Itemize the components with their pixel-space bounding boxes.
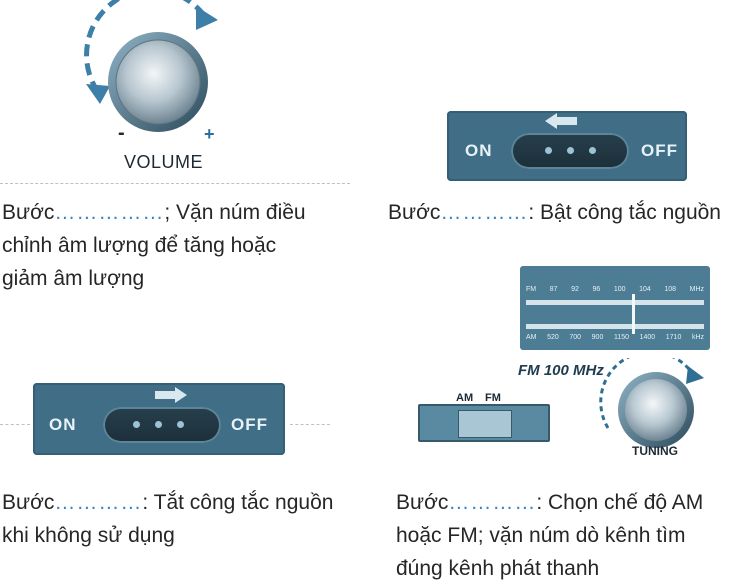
band-selector-switch[interactable]	[418, 404, 550, 442]
divider-mid-left-b	[290, 424, 330, 425]
divider-top-left	[0, 183, 350, 184]
step-label: Bước	[2, 491, 55, 514]
am-tick-label: 900	[591, 334, 604, 341]
power-slider[interactable]	[103, 407, 221, 443]
band-selector-knob[interactable]	[458, 410, 512, 438]
fm-tick-label: 108	[664, 286, 677, 293]
tuning-caption-line1: Bước…………: Chọn chế độ AM	[396, 486, 756, 519]
caption-text: : Bật công tắc nguồn	[528, 201, 721, 224]
step-label: Bước	[2, 201, 55, 224]
slider-dot	[545, 147, 552, 154]
power-switch-off-panel: ON OFF	[33, 383, 285, 455]
am-tick-label: 520	[547, 334, 559, 341]
am-tick-label: 1710	[665, 334, 682, 341]
fm-tick-label: FM	[526, 286, 537, 293]
power-switch-on-panel: ON OFF	[447, 111, 687, 181]
step-blank: ……………	[54, 201, 165, 224]
step-blank: …………	[448, 491, 537, 514]
divider-mid-left-a	[0, 424, 30, 425]
fm-scale: FM 87 92 96 100 104 108 MHz	[526, 286, 704, 298]
caption-text: : Chọn chế độ AM	[536, 491, 704, 514]
power-on-caption-line1: Bước…………: Bật công tắc nguồn	[388, 196, 756, 229]
am-tick-label: 1400	[639, 334, 656, 341]
fm-tick-label: MHz	[689, 286, 704, 293]
volume-caption-line3: giảm âm lượng	[2, 267, 145, 290]
switch-off-label: OFF	[231, 415, 268, 434]
fm-tick-label: 96	[592, 286, 601, 293]
volume-caption-line1: Bước……………; Vặn núm điều	[2, 196, 362, 229]
am-band	[526, 324, 704, 329]
am-label: AM	[456, 392, 474, 404]
tuning-caption: Bước…………: Chọn chế độ AM hoặc FM; vặn nú…	[396, 486, 756, 585]
step-blank: …………	[54, 491, 143, 514]
am-tick-label: 1150	[613, 334, 629, 341]
power-off-caption-line2: khi không sử dụng	[2, 524, 175, 547]
step-blank: …………	[440, 201, 529, 224]
power-off-caption-line1: Bước…………: Tắt công tắc nguồn	[2, 486, 372, 519]
caption-text: ; Vặn núm điều	[164, 201, 306, 224]
volume-label: VOLUME	[124, 152, 204, 172]
slider-dot	[567, 147, 574, 154]
tuning-label: TUNING	[632, 444, 678, 458]
tuning-caption-line3: đúng kênh phát thanh	[396, 557, 600, 580]
tuning-knob-icon	[599, 350, 704, 448]
arrow-right-icon	[155, 387, 187, 403]
frequency-dial: FM 87 92 96 100 104 108 MHz AM 520 700 9…	[520, 266, 710, 350]
volume-plus-label: +	[204, 124, 215, 144]
tuning-needle	[632, 294, 635, 334]
volume-knob-icon	[84, 0, 218, 132]
power-on-caption: Bước…………: Bật công tắc nguồn	[388, 196, 756, 229]
am-tick-label: 700	[569, 334, 582, 341]
volume-minus-label: -	[118, 122, 125, 144]
fm-tick-label: 92	[571, 286, 579, 293]
switch-on-label: ON	[49, 415, 77, 434]
switch-on-label: ON	[465, 141, 493, 160]
frequency-readout: FM 100 MHz	[518, 362, 604, 379]
slider-dot	[155, 421, 162, 428]
arrow-left-icon	[545, 113, 577, 129]
fm-tick-label: 100	[613, 286, 626, 293]
fm-band	[526, 300, 704, 305]
switch-off-label: OFF	[641, 141, 678, 160]
step-label: Bước	[388, 201, 441, 224]
fm-tick-label: 104	[639, 286, 651, 293]
tuning-illustration: TUNING	[594, 350, 724, 462]
volume-caption-line2: chỉnh âm lượng để tăng hoặc	[2, 234, 277, 257]
slider-dot	[133, 421, 140, 428]
fm-label: FM	[485, 392, 501, 404]
am-tick-label: AM	[526, 334, 537, 341]
caption-text: : Tắt công tắc nguồn	[142, 491, 334, 514]
step-label: Bước	[396, 491, 449, 514]
power-slider[interactable]	[511, 133, 629, 169]
volume-caption: Bước……………; Vặn núm điều chỉnh âm lượng đ…	[2, 196, 362, 295]
am-scale: AM 520 700 900 1150 1400 1710 kHz	[526, 334, 704, 346]
tuning-caption-line2: hoặc FM; vặn núm dò kênh tìm	[396, 524, 686, 547]
slider-dot	[177, 421, 184, 428]
volume-illustration: - + VOLUME	[78, 0, 238, 178]
am-tick-label: kHz	[691, 334, 704, 341]
power-off-caption: Bước…………: Tắt công tắc nguồn khi không s…	[2, 486, 372, 552]
fm-tick-label: 87	[549, 286, 558, 293]
slider-dot	[589, 147, 596, 154]
